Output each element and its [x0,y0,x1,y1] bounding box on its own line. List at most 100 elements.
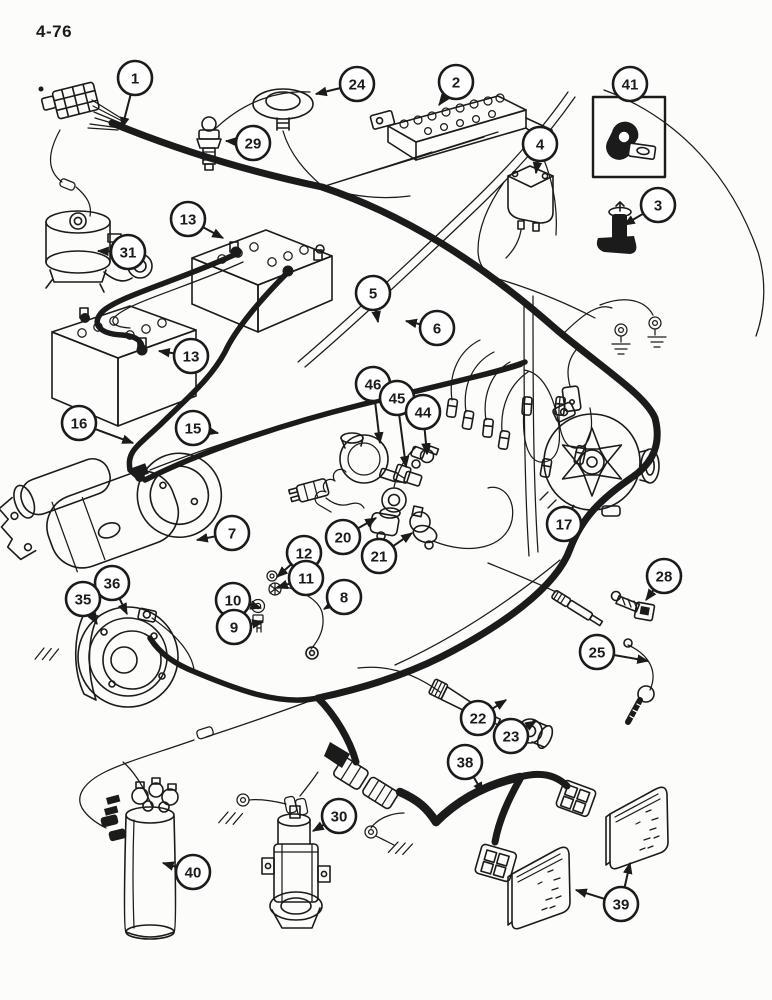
alternator [539,349,660,517]
svg-text:4: 4 [536,137,545,154]
terminal-screws [399,93,505,136]
temperature-sender [287,432,406,513]
battery-cable-loop [94,251,239,351]
callout-31: 31 [96,233,147,271]
callout-36: 36 [93,564,131,616]
svg-text:16: 16 [71,416,88,433]
svg-text:39: 39 [613,897,630,914]
callout-25: 25 [578,633,650,671]
svg-text:10: 10 [225,593,242,610]
starter-feed-cable [142,359,528,483]
horn [32,606,195,708]
callout-40: 40 [161,853,212,891]
callout-3: 3 [622,186,677,226]
svg-text:36: 36 [104,576,121,593]
svg-text:44: 44 [415,405,432,422]
callout-4: 4 [521,125,559,175]
terminal-fuse-block [321,93,553,199]
svg-text:5: 5 [369,286,377,303]
callout-35: 35 [64,580,102,626]
callout-28: 28 [645,557,683,601]
callout-13: 13 [157,337,210,375]
svg-text:2: 2 [452,75,460,92]
callout-41: 41 [611,65,649,103]
canister-lead-wire [49,129,92,217]
clamp-kit-box [591,95,667,179]
ground-symbol [216,808,245,828]
battery-terminal-cap [136,337,148,356]
svg-text:21: 21 [371,549,388,566]
callout-30: 30 [311,797,358,835]
lamp-harness [395,787,441,827]
bullet-connector-pair [100,814,127,842]
ground-strap [281,585,324,660]
svg-text:20: 20 [335,530,352,547]
svg-text:17: 17 [556,517,573,534]
svg-text:35: 35 [75,592,92,609]
callout-20: 20 [324,517,378,556]
start-aid-solenoid [261,805,331,929]
svg-text:9: 9 [230,620,238,637]
rubber-plug [596,201,637,254]
lamp-harness-fan-right [516,770,571,790]
battery-cables [94,251,528,483]
lower-left-wiring [79,697,319,842]
two-pin-connector [283,771,319,816]
callout-11: 11 [275,559,325,597]
svg-text:46: 46 [365,377,382,394]
bulkhead-connector [38,81,125,131]
callout-22: 22 [459,699,508,737]
svg-text:12: 12 [296,546,313,563]
svg-text:22: 22 [470,711,487,728]
blade-connectors [445,339,593,479]
svg-text:8: 8 [340,590,348,607]
ground-symbol [647,336,667,348]
lamp-connector [555,779,597,818]
pressure-switch [409,486,514,550]
svg-text:13: 13 [183,349,200,366]
callout-17: 17 [545,504,583,543]
safety-switch [369,446,417,541]
svg-text:6: 6 [433,321,441,338]
callout-13: 13 [169,200,225,239]
svg-text:7: 7 [228,526,236,543]
callout-44: 44 [404,393,442,456]
thermostart-lead [487,562,655,725]
callout-9: 9 [215,608,265,646]
svg-text:3: 3 [654,198,662,215]
alternator-plug [561,349,582,413]
callout-24: 24 [314,65,376,103]
svg-text:25: 25 [589,645,606,662]
callout-5: 5 [354,274,392,324]
ground-symbol [386,839,415,858]
callout-7: 7 [195,514,251,552]
oil-pressure-switch [196,91,311,171]
callout-6: 6 [404,309,456,347]
svg-text:13: 13 [180,212,197,229]
svg-text:24: 24 [349,77,366,94]
fuel-filter [104,777,179,940]
starter-motor [0,452,223,573]
flasher-unit [505,165,554,259]
battery-to-starter-cable [126,269,291,481]
battery-lower [51,305,197,427]
svg-text:28: 28 [656,569,673,586]
callout-16: 16 [60,404,135,444]
callout-39: 39 [574,861,640,923]
inline-connector-pair [324,742,399,810]
lamp-harness-fan-left [491,775,524,846]
fuse-block-wire-fan [321,131,499,199]
harness-branch-lamps [314,694,360,766]
harness-ground-eyelet [364,812,415,858]
callout-29: 29 [224,124,272,162]
svg-text:1: 1 [131,71,139,88]
callout-23: 23 [492,717,538,755]
ground-symbol [611,343,631,355]
glow-plug [610,590,656,622]
harness-branch-horn [147,635,321,703]
headlamp [605,786,669,870]
dome-cap [252,88,323,187]
